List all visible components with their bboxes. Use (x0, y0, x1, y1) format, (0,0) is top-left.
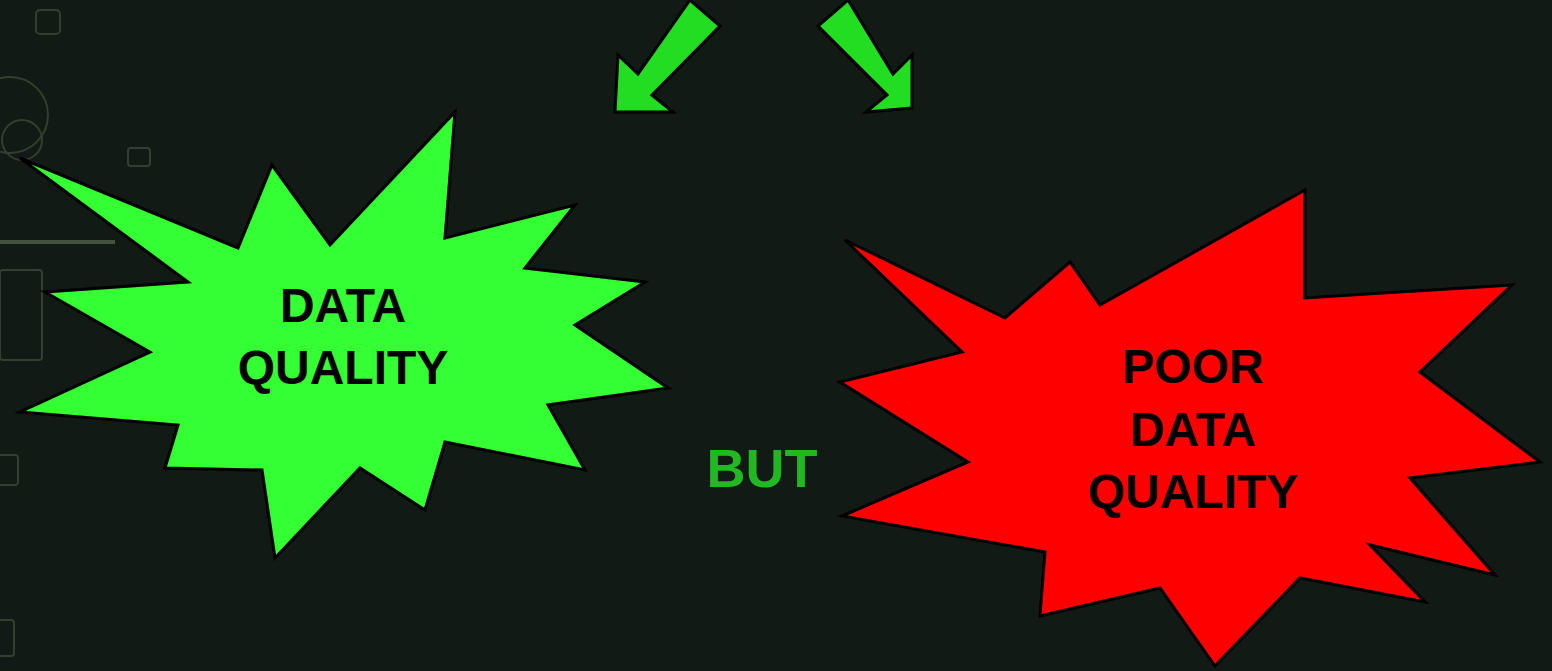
deco-square (0, 455, 18, 485)
deco-circle (2, 120, 42, 160)
deco-square (0, 620, 14, 656)
starburst-node: DATA QUALITY (15, 105, 675, 563)
starburst-node: POOR DATA QUALITY (835, 185, 1547, 671)
connector-word: BUT (707, 437, 818, 499)
green-arrow (615, 0, 720, 112)
starburst-text: POOR DATA QUALITY (1078, 336, 1308, 523)
starburst-shape (15, 105, 675, 563)
deco-circle (0, 77, 48, 153)
deco-panel (0, 270, 42, 360)
green-arrow (818, 0, 912, 112)
deco-square (36, 10, 60, 34)
deco-bar (0, 240, 115, 244)
starburst-outline (840, 190, 1540, 666)
deco-square (128, 148, 150, 166)
starburst-outline (20, 112, 668, 558)
starburst-text: DATA QUALITY (208, 275, 478, 400)
